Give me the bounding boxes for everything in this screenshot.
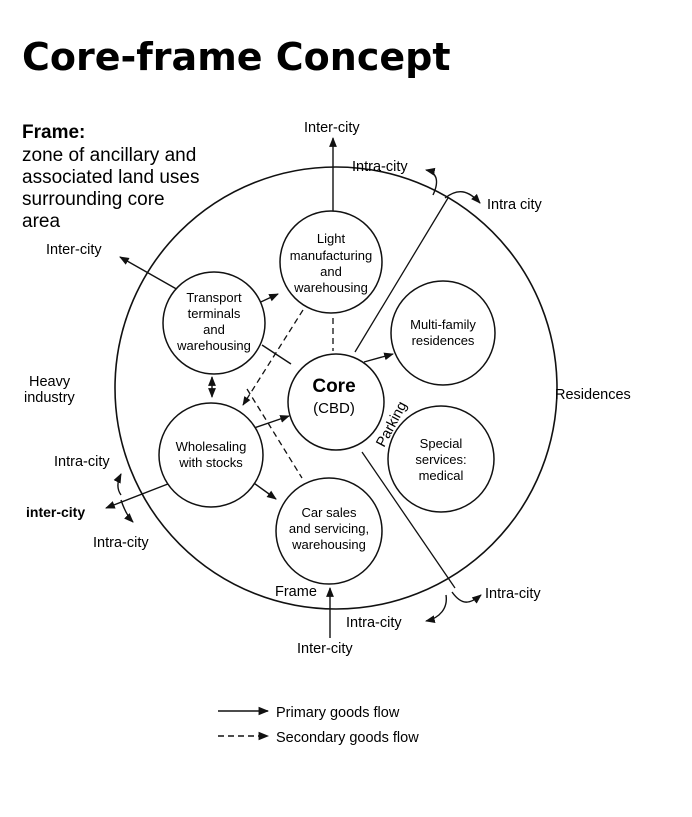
node-wholesaling [158,402,264,508]
page-title: Core-frame Concept [22,35,451,79]
multi-family-line-2: residences [412,333,475,348]
label-inter-city-bottom: Inter-city [297,641,353,657]
transport-line-2: terminals [188,306,241,321]
car-sales-line-1: Car sales [302,505,357,520]
node-car-sales [275,477,383,585]
legend: Primary goods flow Secondary goods flow [218,705,419,746]
flow-inter-city-left-lower [105,481,174,509]
flow-intra-city-bottom-right [451,591,482,604]
label-intra-city-top-right: Intra city [487,197,543,213]
special-services-line-3: medical [419,468,464,483]
multi-family-line-1: Multi-family [410,317,476,332]
label-frame: Frame [275,584,317,600]
light-mfg-line-1: Light [317,231,346,246]
frame-desc-line-1: zone of ancillary and [22,145,196,166]
label-intra-city-bottom-right: Intra-city [485,586,541,602]
frame-desc-line-3: surrounding core [22,189,165,210]
node-transport-terminals [162,271,266,375]
wholesaling-line-1: Wholesaling [176,439,247,454]
special-services-line-2: services: [415,452,466,467]
transport-line-3: and [203,322,225,337]
flow-inter-city-left [119,256,181,292]
core-sublabel: (CBD) [313,400,355,417]
link-dashed-lightmfg-wholesaling [242,309,304,406]
label-intra-city-left-upper: Intra-city [54,454,110,470]
frame-desc-line-2: associated land uses [22,167,199,188]
link-dashed-transport-carsales [246,388,303,479]
frame-heading: Frame: [22,122,85,143]
link-wholesaling-core [250,415,290,430]
label-intra-city-left-lower: Intra-city [93,535,149,551]
flow-intra-city-bottom [425,594,447,623]
flow-core-residences [363,352,394,363]
transport-line-1: Transport [186,290,242,305]
light-mfg-line-4: warehousing [293,280,368,295]
flow-intra-city-left-lower [120,499,134,523]
label-inter-city-left: Inter-city [46,242,102,258]
label-intra-city-bottom: Intra-city [346,615,402,631]
light-mfg-line-2: manufacturing [290,248,372,263]
legend-secondary-label: Secondary goods flow [276,730,419,746]
node-special-services [387,405,495,513]
link-transport-core [261,344,292,365]
core-label: Core [312,376,355,397]
wholesaling-line-2: with stocks [178,455,243,470]
label-inter-city-top: Inter-city [304,120,360,136]
node-core [287,353,385,451]
divider-line-upper [354,197,449,353]
divider-line-lower [361,451,456,589]
legend-primary-label: Primary goods flow [276,705,400,721]
flow-intra-city-left-upper [113,473,122,496]
label-intra-city-top: Intra-city [352,159,408,175]
flow-intra-city-top [425,167,438,196]
label-heavy-industry-1: Heavy [29,374,71,390]
light-mfg-line-3: and [320,264,342,279]
label-inter-city-left-bold: inter-city [26,504,85,520]
car-sales-line-2: and servicing, [289,521,369,536]
special-services-line-1: Special [420,436,463,451]
car-sales-line-3: warehousing [291,537,366,552]
label-residences: Residences [555,387,631,403]
flow-intra-city-top-right [444,191,481,204]
frame-circle [114,166,558,610]
frame-desc-line-4: area [22,211,60,232]
node-light-manufacturing [279,210,383,314]
link-wholesaling-carsales [250,480,277,500]
node-multi-family [390,280,496,386]
transport-line-4: warehousing [176,338,251,353]
label-heavy-industry-2: industry [24,390,76,406]
